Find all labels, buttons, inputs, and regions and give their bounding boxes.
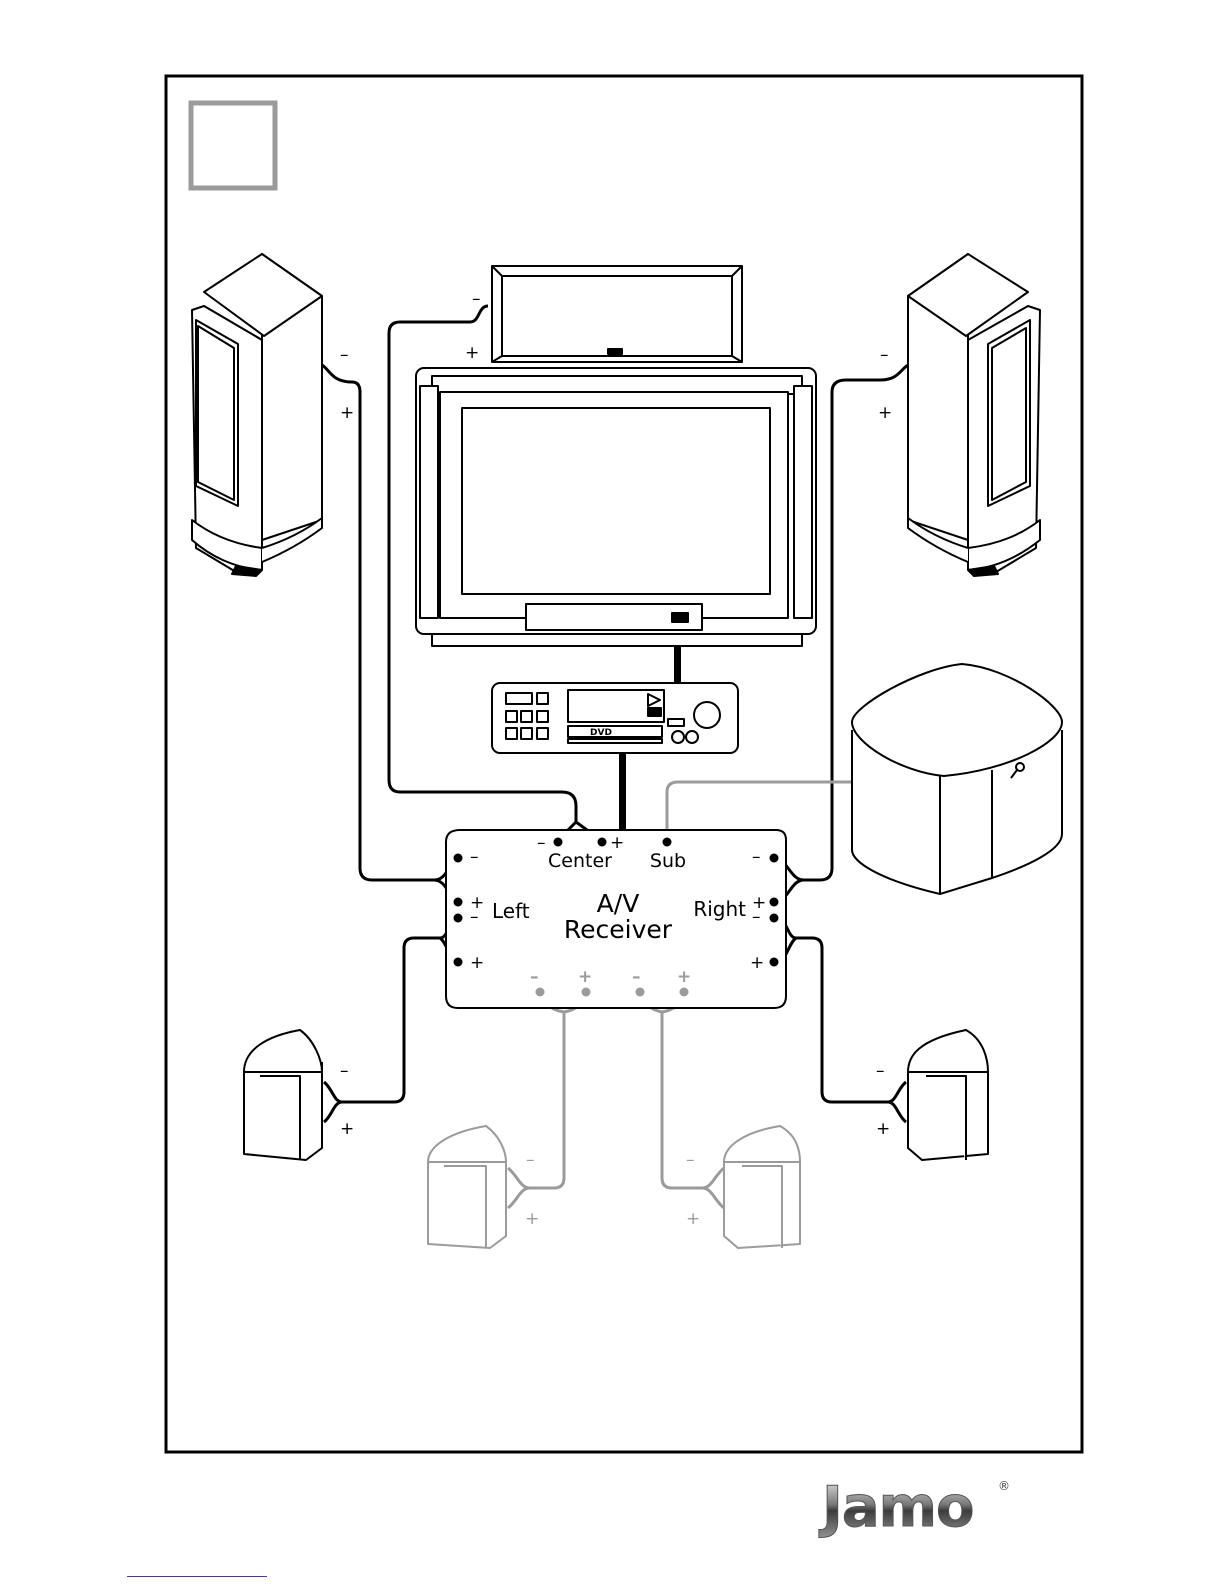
svg-text:+: + — [878, 403, 892, 423]
svg-text:–: – — [526, 1150, 535, 1170]
svg-text:–: – — [470, 847, 479, 867]
surround-back-left-speaker — [428, 1126, 506, 1248]
subwoofer — [852, 664, 1062, 894]
dvd-label: DVD — [590, 728, 612, 738]
svg-text:+: + — [465, 343, 479, 363]
center-terminal-label: Center — [548, 850, 612, 872]
svg-text:–: – — [752, 847, 761, 867]
svg-text:–: – — [470, 907, 479, 927]
registered-mark: ® — [998, 1479, 1010, 1493]
svg-text:+: + — [876, 1119, 890, 1139]
svg-text:–: – — [472, 289, 481, 309]
surround-back-right-speaker — [724, 1126, 800, 1248]
svg-text:–: – — [876, 1061, 885, 1081]
right-terminal-label: Right — [693, 897, 746, 921]
svg-text:+: + — [470, 953, 484, 973]
front-right-tower-speaker — [908, 254, 1040, 576]
jamo-logo: Jamo — [818, 1475, 973, 1540]
svg-text:–: – — [530, 967, 539, 987]
tv-dvd-cable — [674, 645, 681, 683]
surround-left-speaker — [244, 1030, 322, 1160]
svg-text:+: + — [610, 833, 624, 853]
svg-text:+: + — [525, 1209, 539, 1229]
svg-text:+: + — [340, 1119, 354, 1139]
receiver-title-line2: Receiver — [564, 915, 673, 944]
left-terminal-label: Left — [492, 899, 530, 923]
television — [416, 368, 816, 646]
svg-text:–: – — [880, 345, 889, 365]
svg-text:–: – — [752, 907, 761, 927]
footer-rule — [127, 1576, 267, 1577]
svg-text:–: – — [340, 1061, 349, 1081]
step-number-box — [191, 103, 275, 188]
svg-text:+: + — [340, 403, 354, 423]
svg-text:–: – — [632, 967, 641, 987]
sub-terminal-label: Sub — [650, 850, 686, 872]
svg-text:+: + — [677, 967, 691, 987]
svg-text:+: + — [578, 967, 592, 987]
dvd-receiver-cable — [619, 752, 626, 830]
svg-text:–: – — [686, 1150, 695, 1170]
surround-right-speaker — [908, 1030, 988, 1160]
receiver-title-line1: A/V — [597, 889, 640, 918]
svg-text:+: + — [750, 953, 764, 973]
center-channel-speaker — [492, 266, 742, 362]
svg-text:+: + — [686, 1209, 700, 1229]
front-left-tower-speaker — [192, 254, 322, 576]
svg-text:–: – — [340, 345, 349, 365]
svg-text:–: – — [537, 833, 546, 853]
dvd-player — [492, 683, 738, 753]
